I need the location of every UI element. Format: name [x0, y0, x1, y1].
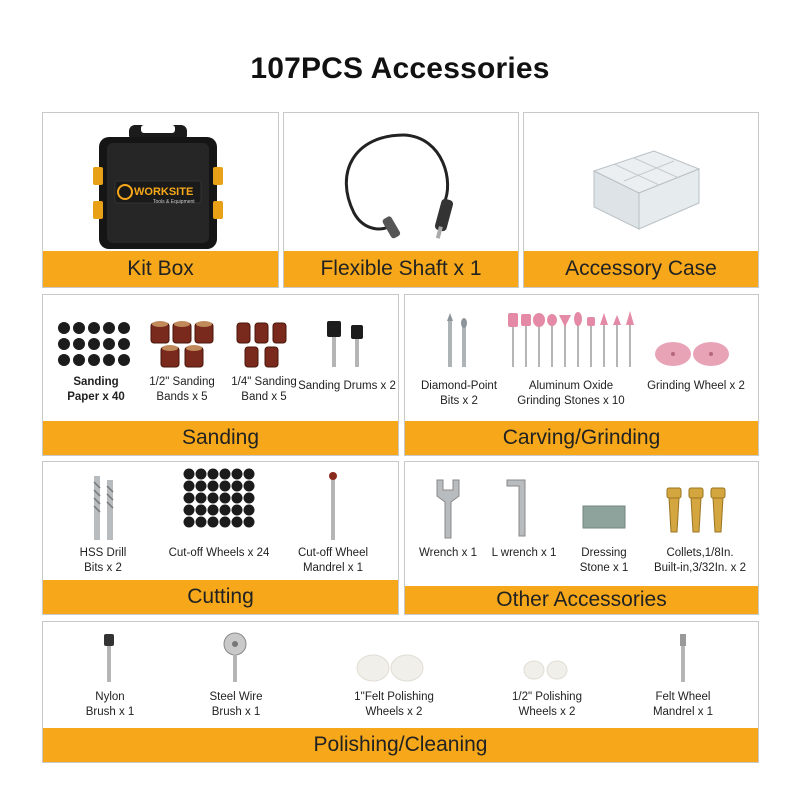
cutoff-wheels-image	[183, 468, 255, 540]
other-bar: Other Accessories	[405, 586, 758, 614]
kit-box-image: WORKSITE Tools & Equipment	[93, 121, 223, 253]
kit-brand-tagline: Tools & Equipment	[153, 199, 195, 205]
kit-box-panel: WORKSITE Tools & Equipment Kit Box	[42, 112, 279, 288]
sanding-band-quarter-image	[233, 319, 291, 371]
felt-polishing-wheels-image	[355, 652, 429, 684]
grinding-wheel-image	[653, 341, 733, 367]
grinding-wheel-label: Grinding Wheel x 2	[647, 380, 745, 392]
flexible-shaft-image	[324, 123, 484, 248]
accessory-case-label: Accessory Case	[565, 257, 717, 280]
polishing-bar: Polishing/Cleaning	[43, 728, 758, 762]
accessory-case-panel: Accessory Case	[523, 112, 759, 288]
cutting-title: Cutting	[187, 585, 254, 608]
wrench-label: Wrench x 1	[419, 547, 477, 559]
page-title: 107PCS Accessories	[250, 52, 550, 85]
kit-box-bar: Kit Box	[43, 251, 278, 287]
wrench-image	[431, 476, 465, 542]
flexible-shaft-bar: Flexible Shaft x 1	[284, 251, 518, 287]
flexible-shaft-label: Flexible Shaft x 1	[320, 257, 482, 280]
sanding-drums-image	[323, 317, 369, 369]
cutoff-mandrel-image	[323, 470, 343, 542]
kit-brand-logo: WORKSITE	[134, 186, 193, 198]
sanding-band-half-image	[147, 319, 217, 371]
grinding-stones-image	[505, 311, 637, 369]
felt-wheel-mandrel-image	[675, 632, 691, 684]
steel-wire-brush-image	[221, 632, 249, 684]
diamond-point-bits-image	[443, 311, 473, 369]
cutting-bar: Cutting	[43, 580, 398, 614]
other-title: Other Accessories	[496, 588, 667, 611]
collets-label: Collets,1/8In.Built-in,3/32In. x 2	[653, 547, 747, 574]
carving-title: Carving/Grinding	[502, 426, 661, 449]
sanding-bar: Sanding	[43, 421, 398, 455]
half-inch-polishing-wheels-image	[521, 658, 571, 682]
sanding-title: Sanding	[181, 426, 260, 449]
sanding-drums-label: Sanding Drums x 2	[298, 380, 396, 392]
sanding-paper-image	[57, 321, 133, 367]
polishing-title: Polishing/Cleaning	[313, 733, 488, 756]
kit-box-label: Kit Box	[127, 257, 194, 280]
hss-drill-bits-image	[89, 472, 119, 542]
collets-image	[663, 486, 733, 536]
cutoff-wheels-label: Cut-off Wheels x 24	[168, 547, 270, 559]
flexible-shaft-panel: Flexible Shaft x 1	[283, 112, 519, 288]
carving-bar: Carving/Grinding	[405, 421, 758, 455]
dressing-stone-image	[581, 502, 627, 530]
accessory-case-image	[584, 141, 704, 241]
nylon-brush-image	[101, 632, 117, 684]
l-wrench-label: L wrench x 1	[491, 547, 557, 559]
l-wrench-image	[503, 474, 533, 540]
accessory-case-bar: Accessory Case	[524, 251, 758, 287]
